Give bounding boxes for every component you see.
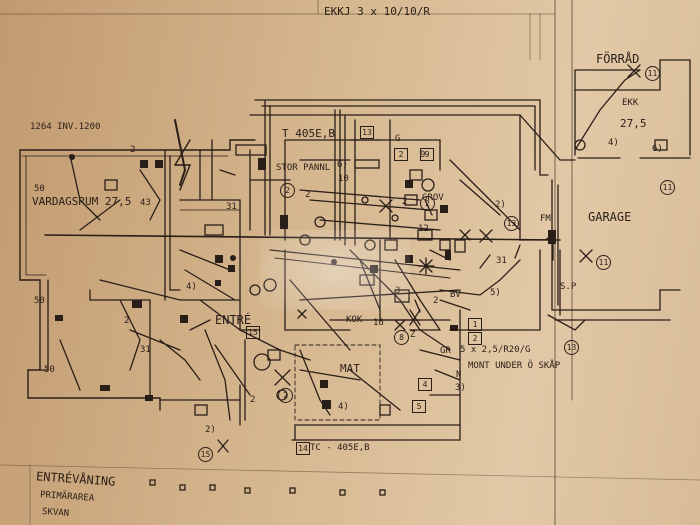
circle-11-b: 11 bbox=[660, 180, 675, 195]
room-garage: GARAGE bbox=[588, 210, 632, 224]
num-9: 9 bbox=[420, 150, 426, 160]
room-kok: KOK bbox=[346, 315, 363, 325]
circle-2-c: 2 bbox=[278, 388, 293, 403]
num-50-a: 50 bbox=[34, 184, 45, 194]
num-z: Z bbox=[410, 330, 416, 340]
num-6-b: 6) bbox=[652, 144, 663, 154]
room-stor-pannl: STOR PANNL bbox=[276, 163, 331, 173]
num-10: 10 bbox=[338, 174, 349, 184]
box-1: 1 bbox=[468, 318, 482, 331]
circle-8: 8 bbox=[394, 330, 409, 345]
box-14: 14 bbox=[296, 442, 310, 455]
room-mat: MAT bbox=[340, 362, 360, 375]
circle-2-a: 2 bbox=[280, 183, 295, 198]
circle-11-c: 11 bbox=[596, 255, 611, 270]
box-5: 5 bbox=[412, 400, 426, 413]
num-31: 31 bbox=[226, 202, 237, 212]
circle-15: 15 bbox=[198, 447, 213, 462]
circle-11-a: 11 bbox=[645, 66, 660, 81]
num-50-c: 50 bbox=[44, 365, 55, 375]
box-9: 9 bbox=[420, 148, 434, 161]
cable-spec: 5 x 2,5/R20/G bbox=[460, 345, 531, 355]
ekk-value: 27,5 bbox=[620, 117, 647, 130]
num-21-b: 2) bbox=[495, 200, 506, 210]
room-entre: ENTRÉ bbox=[215, 313, 252, 327]
num-3-a: 3) bbox=[455, 383, 466, 393]
num-2-f: 2 bbox=[433, 296, 439, 306]
circle-2-b: 2 bbox=[420, 196, 435, 211]
box-4: 4 bbox=[418, 378, 432, 391]
mount-note: MONT UNDER Ö SKÅP bbox=[468, 361, 561, 371]
num-31-b: 31 bbox=[496, 256, 507, 266]
num-6: 6) bbox=[337, 160, 348, 170]
num-41-c: 4) bbox=[608, 138, 619, 148]
num-21: 2) bbox=[205, 425, 216, 435]
num-31-c: 31 bbox=[140, 345, 151, 355]
num-n: N bbox=[456, 370, 462, 380]
circle-13-b: 13 bbox=[564, 340, 579, 355]
box-2: 2 bbox=[468, 332, 482, 345]
box-2-g: 2 bbox=[394, 148, 408, 161]
tc405-label: TC - 405E,B bbox=[310, 443, 370, 453]
bv-label: BV bbox=[450, 290, 461, 300]
num-2-d: 2 bbox=[124, 316, 130, 326]
num-50-b: 50 bbox=[34, 296, 45, 306]
num-2-c: 2 bbox=[305, 190, 311, 200]
num-12: 12 bbox=[418, 224, 429, 234]
circle-13-a: 13 bbox=[504, 216, 519, 231]
room-vardagsrum: VARDAGSRUM 27,5 bbox=[32, 195, 132, 208]
num-41-a: 4) bbox=[186, 282, 197, 292]
t405-label: T 405E,B bbox=[282, 127, 335, 140]
box-13: 13 bbox=[360, 126, 374, 139]
num-2-b: 2 bbox=[402, 197, 408, 207]
fm-label: FM bbox=[540, 214, 551, 224]
inventory-label: 1264 INV.1200 bbox=[30, 122, 101, 132]
gr-label: GR bbox=[440, 346, 451, 356]
room-forrad: FÖRRÅD bbox=[596, 52, 640, 66]
num-43: 43 bbox=[140, 198, 151, 208]
g-label: G bbox=[395, 134, 401, 144]
num-16: 16 bbox=[373, 318, 384, 328]
ekk-label: EKK bbox=[622, 98, 639, 108]
box-15: 15 bbox=[246, 326, 260, 339]
cut-text: SKVAN bbox=[41, 507, 70, 519]
num-3-b: 3 bbox=[395, 286, 401, 296]
sp-label: S.P bbox=[560, 282, 577, 292]
num-5: 5) bbox=[490, 288, 501, 298]
num-41-b: 4) bbox=[338, 402, 349, 412]
num-2-a: 2 bbox=[130, 145, 136, 155]
num-2-e: 2 bbox=[250, 395, 256, 405]
cable-spec-top: EKKJ 3 x 10/10/R bbox=[324, 5, 430, 18]
